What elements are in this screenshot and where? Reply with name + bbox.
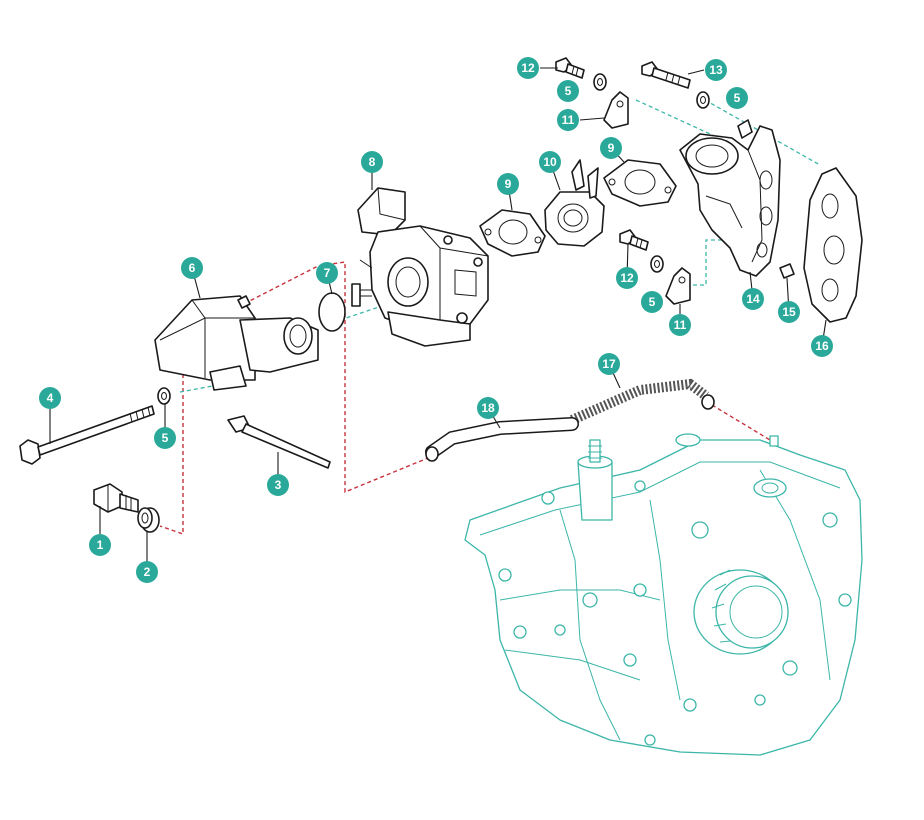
svg-text:5: 5	[649, 295, 656, 309]
part-10-adapter	[544, 159, 605, 247]
svg-text:2: 2	[144, 565, 151, 579]
part-6-air-silencer	[154, 295, 319, 391]
svg-text:10: 10	[543, 155, 557, 169]
engine-block	[464, 433, 863, 756]
callout-10: 10	[539, 151, 561, 173]
callout-5-upper-right-washer: 5	[726, 87, 748, 109]
callout-18: 18	[477, 397, 499, 419]
callout-1: 1	[89, 534, 111, 556]
svg-text:11: 11	[562, 113, 575, 127]
part-7-gasket	[318, 292, 346, 332]
callout-9-right-gasket: 9	[600, 137, 622, 159]
part-11-clips	[603, 91, 691, 305]
callout-9-left-gasket: 9	[497, 173, 519, 195]
callout-12-lower-bolt: 12	[616, 267, 638, 289]
svg-text:9: 9	[505, 177, 512, 191]
part-16-manifold-gasket	[803, 167, 863, 323]
callouts: 1 2 3 4 5 5 5 5 6 7 8 9 9 10 11 11 12 12…	[39, 57, 833, 583]
svg-text:16: 16	[815, 339, 829, 353]
svg-text:3: 3	[275, 478, 282, 492]
part-9-gaskets	[479, 159, 677, 257]
svg-text:15: 15	[782, 305, 796, 319]
callout-12-upper-bolt: 12	[517, 57, 539, 79]
callout-4: 4	[39, 387, 61, 409]
svg-text:1: 1	[97, 538, 104, 552]
svg-text:5: 5	[734, 91, 741, 105]
part-3-cable-tie	[227, 415, 331, 469]
part-2-bushing	[137, 507, 160, 533]
callout-13: 13	[705, 59, 727, 81]
callout-5-lower-washer: 5	[641, 291, 663, 313]
svg-text:11: 11	[674, 318, 687, 332]
svg-text:13: 13	[709, 63, 723, 77]
callout-17: 17	[598, 353, 620, 375]
callout-5-upper-left-washer: 5	[557, 80, 579, 102]
callout-14: 14	[742, 288, 764, 310]
callout-3: 3	[267, 474, 289, 496]
svg-text:12: 12	[620, 271, 634, 285]
part-12-short-bolts	[555, 57, 649, 251]
svg-text:8: 8	[369, 155, 376, 169]
part-14-intake-manifold	[679, 119, 781, 277]
svg-text:5: 5	[162, 431, 169, 445]
part-4-long-bolt	[19, 405, 155, 465]
callout-7: 7	[316, 262, 338, 284]
part-1-flange-bolt	[93, 483, 139, 513]
callout-5-silencer-washer: 5	[154, 427, 176, 449]
callout-16: 16	[811, 335, 833, 357]
callout-8: 8	[361, 151, 383, 173]
part-17-braided-hose	[566, 378, 715, 426]
part-15-dowel-pin	[779, 263, 795, 279]
part-5-washers	[157, 73, 710, 405]
svg-text:5: 5	[565, 84, 572, 98]
svg-text:17: 17	[602, 357, 616, 371]
part-13-stud-bolt	[641, 61, 691, 89]
svg-text:12: 12	[521, 61, 535, 75]
svg-text:4: 4	[47, 391, 54, 405]
svg-text:7: 7	[324, 266, 331, 280]
callout-11-lower-clip: 11	[669, 314, 691, 336]
svg-text:18: 18	[481, 401, 495, 415]
part-18-fuel-hose	[425, 417, 579, 462]
svg-text:6: 6	[189, 261, 196, 275]
callout-11-upper-clip: 11	[557, 109, 579, 131]
svg-text:14: 14	[746, 292, 760, 306]
part-8-carburetor	[351, 187, 489, 347]
callout-6: 6	[181, 257, 203, 279]
svg-text:9: 9	[608, 141, 615, 155]
callout-15: 15	[778, 301, 800, 323]
callout-2: 2	[136, 561, 158, 583]
